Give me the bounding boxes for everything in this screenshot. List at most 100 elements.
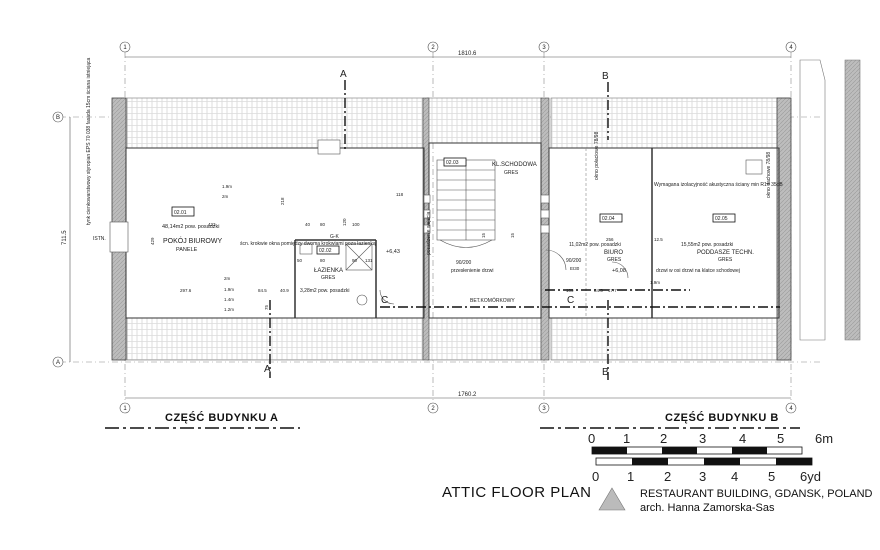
bathroom-fixtures: [299, 243, 373, 306]
dim-label: 90: [352, 258, 358, 263]
overall-dimensions: [69, 56, 791, 399]
openings: [109, 139, 763, 253]
section-markers: A A B B C C: [264, 69, 609, 378]
dim-label: 80: [320, 258, 326, 263]
dim-label: 100: [352, 222, 360, 227]
note-bet: BET.KOMÓRKOWY: [470, 297, 515, 304]
room-name-office: POKÓJ BIUROWY: [163, 236, 222, 245]
scale-yd-1: 1: [627, 469, 634, 484]
dim-label: 47.7: [608, 288, 617, 293]
section-c-left: C: [381, 295, 388, 306]
dim-label: 1.2m: [224, 307, 234, 312]
scale-yd-5: 5: [768, 469, 775, 484]
room-finish-tech: GRES: [718, 257, 733, 263]
note-door-axis: drzwi w osi drzwi na klatce schodowej: [656, 268, 740, 274]
note-door-2: 90/200: [566, 258, 582, 264]
note-istn: ISTN.: [93, 236, 106, 242]
room-finish-office: PANELE: [176, 247, 198, 253]
drawing-title: ATTIC FLOOR PLAN: [442, 484, 592, 501]
grid-label-2-top: 2: [431, 45, 435, 51]
note-window-2: okno dachowe 78/98: [766, 152, 772, 198]
note-gk: G-K: [330, 234, 340, 240]
scale-m-3: 3: [699, 431, 706, 446]
grid-label-3-bottom: 3: [542, 406, 546, 412]
room-labels: 02.01 48,14m2 pow. posadzki POKÓJ BIUROW…: [162, 157, 754, 294]
dim-label: EI30: [570, 266, 580, 271]
scale-bar-meters: [591, 446, 803, 455]
room-area-tech: 15,55m2 pow. posadzki: [681, 242, 733, 248]
grid-bubbles: 1 2 3 4 1 2 3 4 B A: [52, 41, 797, 414]
scale-m-4: 4: [739, 431, 746, 446]
note-window-1: okno połaciowe 78/98: [594, 131, 600, 180]
grid-label-1-bottom: 1: [123, 406, 127, 412]
annotations: ścn. krokwie okna pomiędzy dwoma krokwia…: [86, 57, 783, 304]
grid-label-4-top: 4: [789, 45, 793, 51]
dim-label: 15: [510, 232, 515, 238]
room-area-bath: 3,28m2 pow. posadzki: [300, 288, 349, 294]
section-a-bottom: A: [264, 364, 271, 375]
dim-label: 256: [606, 237, 614, 242]
scale-m-5: 5: [777, 431, 784, 446]
note-fire-ceiling: przesłenienie drzwi: [451, 268, 494, 274]
room-name-stair: KL.SCHODOWA: [492, 162, 537, 168]
dim-label: 429: [150, 237, 155, 245]
dim-label: 297.6: [180, 288, 192, 293]
room-finish-office-b: GRES: [607, 257, 622, 263]
project-name: RESTAURANT BUILDING, GDANSK, POLAND: [640, 488, 873, 500]
dim-label: 80: [320, 222, 326, 227]
scale-bar-yards: [595, 457, 813, 466]
grid-label-2-bottom: 2: [431, 406, 435, 412]
part-a-label: CZĘŚĆ BUDYNKU A: [165, 412, 279, 424]
scale-yd-unit: 6yd: [800, 469, 821, 484]
section-lines: [269, 80, 780, 380]
room-name-office-b: BIURO: [604, 250, 623, 256]
dim-label: 40: [305, 222, 311, 227]
dim-label: 15: [481, 232, 486, 238]
section-a-top: A: [340, 69, 347, 80]
dim-label: 1.9m: [222, 184, 232, 189]
dim-label: 120: [342, 218, 347, 226]
dim-label: 118: [396, 192, 404, 197]
grid-label-1-top: 1: [123, 45, 127, 51]
dim-label: 12.5: [654, 237, 663, 242]
dim-label: 2m: [222, 194, 229, 199]
note-wall-bath: ścn. krokwie okna pomiędzy dwoma krokwia…: [240, 241, 376, 247]
room-number-tech: 02.05: [715, 216, 728, 222]
scale-m-unit: 6m: [815, 431, 833, 446]
room-finish-bath: GRES: [321, 275, 336, 281]
section-c-right: C: [567, 295, 574, 306]
dim-label: 1.9m: [650, 280, 660, 285]
room-number-stair: 02.03: [446, 160, 459, 166]
part-b-label: CZĘŚĆ BUDYNKU B: [665, 412, 779, 424]
inner-dimensions: 1.9m 2m 2m 1.9m 1.4m 1.2m 297.6 84.5 40.…: [150, 184, 663, 312]
dim-label: 218: [280, 197, 285, 205]
dim-label: 75: [264, 304, 269, 310]
room-number-office: 02.01: [174, 210, 187, 216]
level-marks: +6,43 +6,08: [386, 249, 626, 274]
dim-label: 109: [566, 288, 574, 293]
scale-yd-0: 0: [592, 469, 599, 484]
note-door-1: 90/200: [456, 260, 472, 266]
room-number-office-b: 02.04: [602, 216, 615, 222]
scale-yd-3: 3: [699, 469, 706, 484]
dim-label: 423: [208, 222, 216, 227]
dim-left-height: 711.5: [62, 230, 68, 245]
room-number-bath: 02.02: [319, 248, 332, 254]
dim-label: 131: [365, 258, 373, 263]
note-fire-door: posadzenie wejścia: [426, 211, 432, 255]
dim-label: 1.9m: [224, 287, 234, 292]
scale-yd-4: 4: [731, 469, 738, 484]
room-name-tech: PODDASZE TECHN.: [697, 250, 754, 256]
grid-label-3-top: 3: [542, 45, 546, 51]
logo-icon: [598, 487, 626, 511]
dim-label: 2m: [224, 276, 231, 281]
section-b-bottom: B: [602, 367, 609, 378]
note-acoustic: Wymagana izolacyjność akustyczna ściany …: [654, 182, 783, 188]
level-1: +6,43: [386, 249, 400, 255]
room-area-office: 48,14m2 pow. posadzki: [162, 224, 219, 230]
section-b-top: B: [602, 71, 609, 82]
architect-name: arch. Hanna Zamorska-Sas: [640, 502, 775, 514]
